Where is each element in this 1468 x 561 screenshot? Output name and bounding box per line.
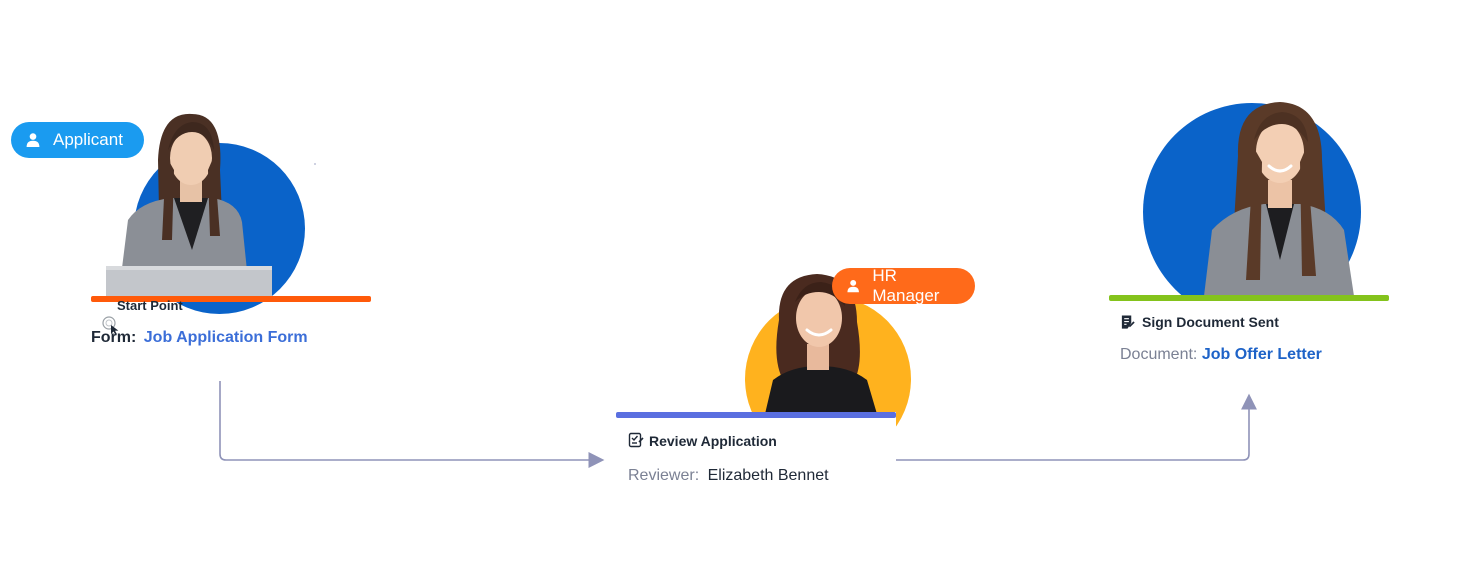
reviewer-label: Reviewer: bbox=[628, 467, 700, 484]
applicant-role-label: Applicant bbox=[53, 130, 123, 149]
start-point-form-row: Form: Job Application Form bbox=[91, 329, 308, 347]
sign-document-title: Sign Document Sent bbox=[1142, 314, 1279, 330]
job-application-form-link[interactable]: Job Application Form bbox=[143, 329, 308, 346]
signer-photo bbox=[1190, 100, 1370, 296]
user-icon bbox=[26, 133, 40, 147]
applicant-photo bbox=[100, 110, 290, 300]
stray-dot bbox=[314, 163, 316, 165]
start-point-bar bbox=[91, 296, 371, 302]
cursor-icon bbox=[102, 316, 119, 335]
review-application-card[interactable]: Review Application Reviewer: Elizabeth B… bbox=[616, 412, 896, 496]
hr-manager-photo bbox=[757, 270, 885, 414]
document-sign-icon bbox=[1121, 315, 1135, 329]
job-offer-letter-link[interactable]: Job Offer Letter bbox=[1201, 346, 1322, 363]
sign-document-bar bbox=[1109, 295, 1389, 301]
start-point-form-label: Form: bbox=[91, 329, 137, 346]
review-checklist-icon bbox=[628, 432, 644, 448]
review-reviewer-row: Reviewer: Elizabeth Bennet bbox=[628, 467, 829, 485]
sign-document-row: Document: Job Offer Letter bbox=[1120, 346, 1322, 364]
start-point-title: Start Point bbox=[117, 298, 183, 313]
sign-document-card[interactable]: Sign Document Sent Document: Job Offer L… bbox=[1109, 295, 1389, 375]
connector-start-to-review bbox=[219, 381, 605, 468]
reviewer-name: Elizabeth Bennet bbox=[707, 467, 829, 484]
start-point-card[interactable]: Start Point Form: Job Application Form bbox=[91, 296, 371, 356]
review-application-bar bbox=[616, 412, 896, 418]
document-label: Document: bbox=[1120, 346, 1198, 363]
hr-manager-role-badge: HR Manager bbox=[832, 266, 975, 305]
applicant-role-badge: Applicant bbox=[11, 122, 144, 158]
review-application-title: Review Application bbox=[649, 433, 777, 449]
user-icon bbox=[847, 279, 859, 293]
hr-manager-role-label: HR Manager bbox=[872, 266, 940, 305]
connector-review-to-sign bbox=[896, 393, 1257, 461]
